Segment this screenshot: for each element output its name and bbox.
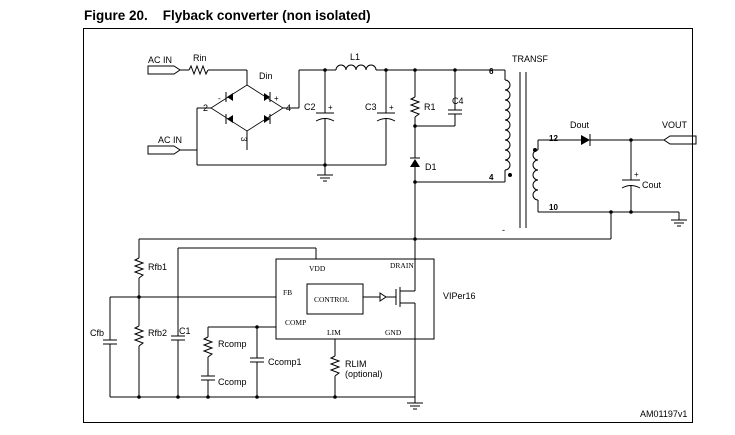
transf-label: TRANSF (512, 54, 549, 64)
r1-resistor: R1 (409, 70, 436, 126)
c2-capacitor: + C2 (304, 70, 335, 175)
dout-diode: Dout (570, 120, 591, 146)
winding-pin-12: 12 (549, 134, 558, 143)
c2-plus: + (328, 103, 333, 112)
cout-capacitor: + Cout (621, 140, 662, 212)
pin-drain: DRAIN (390, 261, 414, 270)
c3-plus: + (389, 103, 394, 112)
ac-in-bottom-connector: AC IN (147, 135, 182, 155)
figure-ref-code: AM01197v1 (640, 409, 687, 419)
ground-symbol-ic (407, 402, 423, 410)
transformer: TRANSF 6 4 - 12 10 (489, 54, 558, 235)
rfb2-resistor: Rfb2 (133, 325, 167, 397)
pin-lim: LIM (327, 328, 341, 337)
bridge-minus: - (218, 94, 221, 103)
c1-label: C1 (179, 326, 191, 336)
rfb2-label: Rfb2 (148, 328, 167, 338)
d1-label: D1 (425, 162, 437, 172)
ccomp-capacitor: Ccomp (201, 375, 247, 397)
cout-label: Cout (642, 180, 662, 190)
vout-label: VOUT (662, 120, 688, 130)
cout-plus: + (634, 170, 639, 179)
rin-label: Rin (193, 53, 207, 63)
ac-in-top-connector: AC IN (147, 55, 181, 75)
bridge-plus: + (274, 94, 279, 103)
ac-in-bottom-label: AC IN (158, 135, 182, 145)
ccomp1-capacitor: Ccomp1 (250, 327, 302, 397)
c4-label: C4 (452, 96, 464, 106)
viper-label: VIPer16 (443, 291, 476, 301)
r1-label: R1 (424, 102, 436, 112)
winding-pin-4: 4 (489, 173, 494, 182)
figure-number: Figure 20. (84, 8, 148, 23)
c3-capacitor: + C3 (365, 70, 396, 165)
figure-title: Figure 20. Flyback converter (non isolat… (84, 8, 371, 23)
rlim-resistor: RLIM (optional) (329, 339, 383, 397)
rlim-label: RLIM (345, 359, 367, 369)
bridge-pin-3: 3 (239, 137, 248, 142)
pin-fb: FB (283, 288, 292, 297)
ground-symbol-input (317, 174, 333, 182)
pin-gnd: GND (385, 328, 402, 337)
l1-inductor: L1 (335, 52, 377, 71)
winding-pin-6: 6 (489, 67, 494, 76)
rcomp-label: Rcomp (218, 339, 247, 349)
control-label: CONTROL (314, 295, 350, 304)
ac-in-top-label: AC IN (148, 55, 172, 65)
din-label: Din (259, 71, 273, 81)
figure-frame (83, 28, 693, 423)
winding-pin-10: 10 (549, 203, 558, 212)
transformer-minus: - (502, 225, 505, 235)
rcomp-resistor: Rcomp (202, 327, 247, 376)
c3-label: C3 (365, 102, 377, 112)
dout-label: Dout (570, 120, 590, 130)
rin-resistor: Rin (188, 53, 209, 76)
cfb-label: Cfb (90, 328, 104, 338)
vout-connector: VOUT (662, 120, 697, 145)
rfb1-label: Rfb1 (148, 262, 167, 272)
viper16-ic: VIPer16 VDD DRAIN FB COMP LIM GND CONTRO… (275, 258, 476, 340)
ccomp1-label: Ccomp1 (268, 357, 302, 367)
c1-capacitor: C1 (171, 326, 191, 397)
figure-caption: Flyback converter (non isolated) (162, 8, 371, 23)
c4-capacitor: C4 (448, 70, 464, 126)
rlim-note: (optional) (345, 369, 383, 379)
l1-label: L1 (350, 52, 360, 62)
rfb1-resistor: Rfb1 (133, 239, 167, 326)
c2-label: C2 (304, 102, 316, 112)
ground-symbol-output (671, 219, 687, 227)
pin-comp: COMP (285, 318, 306, 327)
ccomp-label: Ccomp (218, 377, 247, 387)
pin-vdd: VDD (309, 264, 326, 273)
d1-diode: D1 (410, 126, 437, 182)
cfb-capacitor: Cfb (90, 328, 117, 397)
